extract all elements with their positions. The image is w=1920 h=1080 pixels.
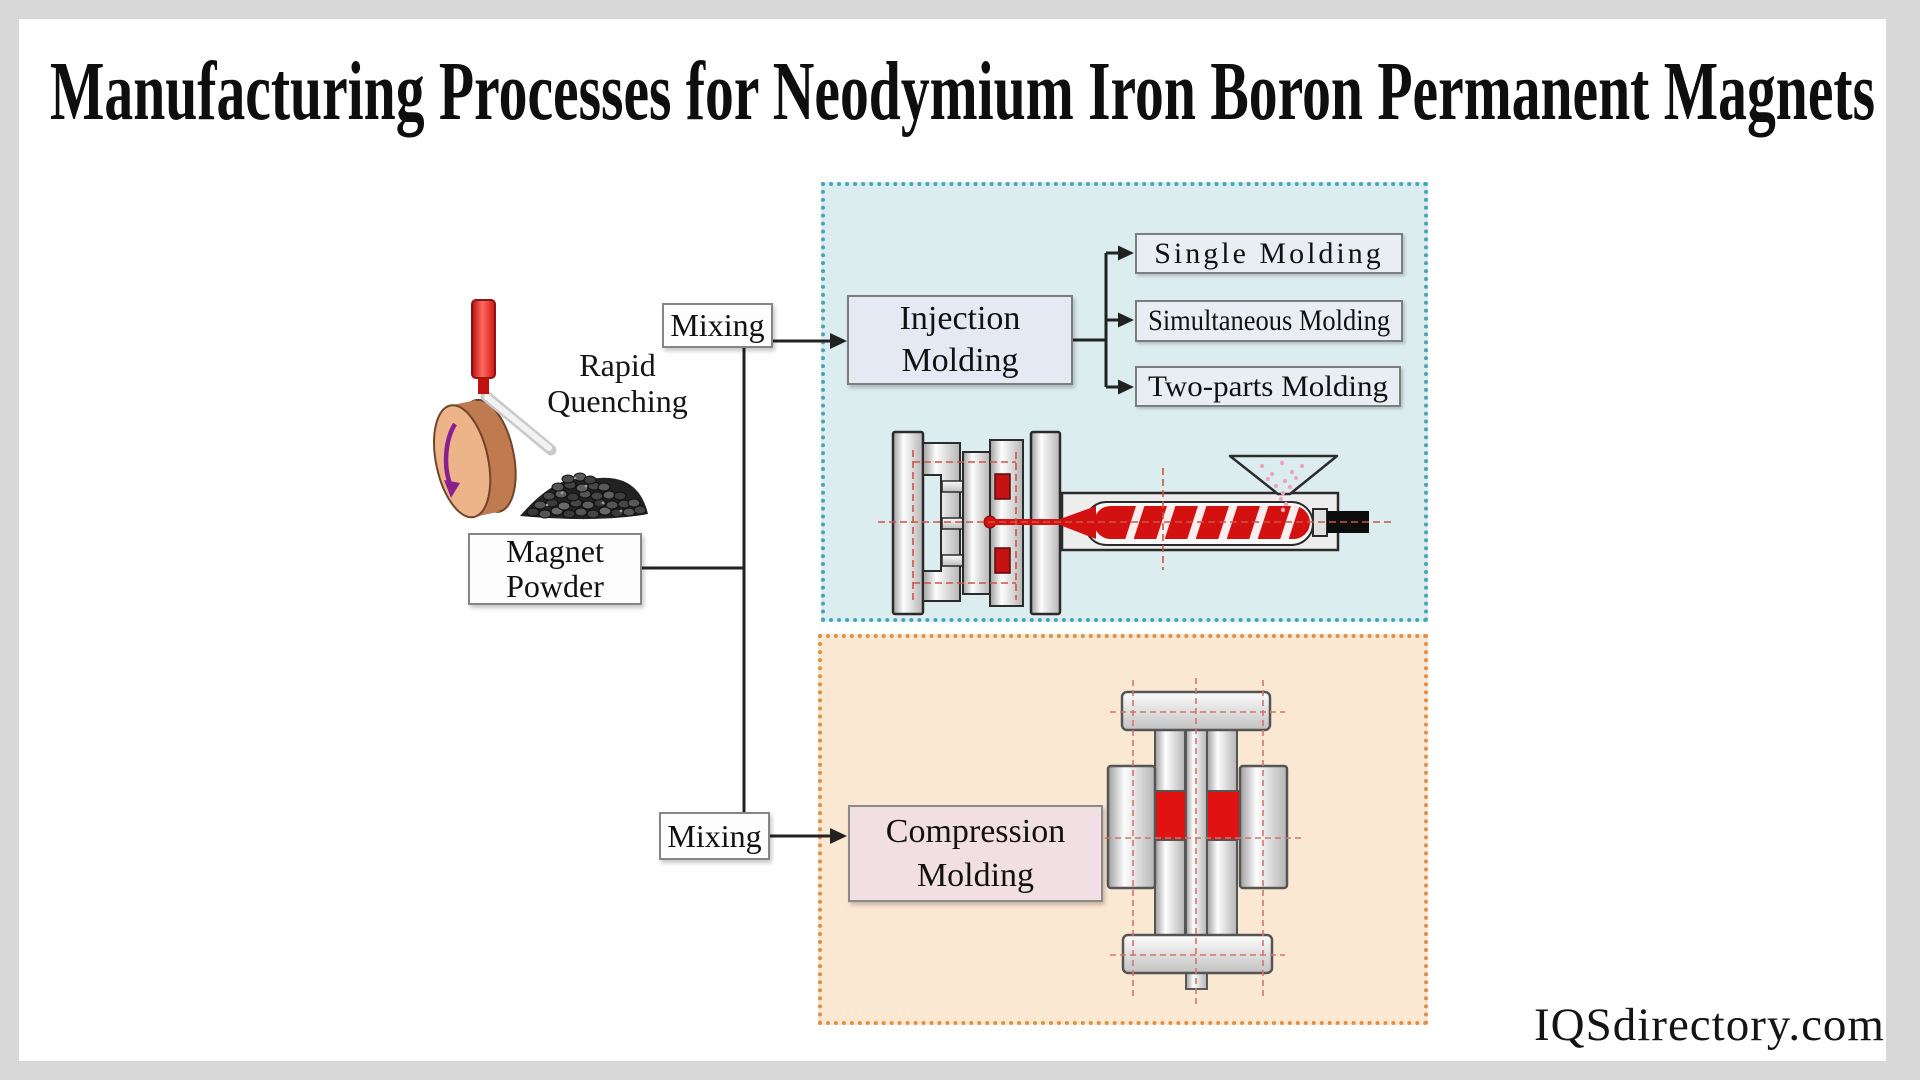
mold-cavity-upper [994, 473, 1011, 500]
injection-line2: Molding [901, 342, 1019, 379]
rapid-quenching-illustration [433, 299, 557, 519]
melt-ribbon-icon [480, 390, 557, 456]
arrow-to-injection-icon [830, 333, 847, 349]
single-molding-box: Single Molding [1135, 233, 1403, 274]
compression-line2: Molding [916, 856, 1035, 894]
rotation-arrow-icon [443, 422, 460, 498]
mixing-top-label: Mixing [670, 307, 765, 343]
press-centerlines [1095, 678, 1302, 1004]
compression-line1: Compression [885, 812, 1066, 850]
die-walls [1106, 764, 1289, 890]
mold-cavity-lower [994, 547, 1011, 574]
clamping-unit [891, 430, 1062, 616]
magnet-powder-line1: Magnet [506, 533, 604, 569]
twoparts-molding-label: Two-parts Molding [1147, 369, 1388, 403]
magnet-powder-pile-illustration [520, 472, 648, 520]
injection-molding-box: Injection Molding [847, 295, 1073, 385]
rapid-quenching-line1: Rapid [579, 347, 656, 383]
screw-drive-rod [1327, 511, 1369, 533]
watermark-text: IQSdirectory.com [1534, 999, 1885, 1051]
powder-pebbles [526, 472, 647, 519]
arrow-to-twoparts-molding-icon [1118, 379, 1134, 395]
feed-particles [1259, 460, 1305, 513]
magnet-powder-line2: Powder [506, 568, 604, 604]
magnet-powder-box: Magnet Powder [468, 533, 642, 605]
rapid-quenching-line2: Quenching [547, 383, 688, 419]
mixing-box-top: Mixing [662, 303, 773, 348]
powder-highlights [545, 476, 623, 513]
quench-wheel-icon [433, 398, 517, 519]
mixing-bottom-label: Mixing [667, 817, 762, 854]
mixing-box-bottom: Mixing [659, 812, 770, 860]
compression-molding-press-illustration [1095, 678, 1302, 1004]
rapid-quenching-label: Rapid Quenching [520, 347, 715, 419]
arrow-to-simultaneous-molding-icon [1118, 312, 1134, 328]
single-molding-label: Single Molding [1154, 236, 1384, 270]
injection-centerlines [878, 450, 1392, 600]
compression-molding-box: Compression Molding [848, 805, 1103, 902]
injection-line1: Injection [899, 300, 1021, 337]
simultaneous-molding-box: Simultaneous Molding [1135, 300, 1403, 342]
arrow-to-compression-icon [830, 828, 847, 844]
lower-punch [1121, 839, 1274, 975]
injection-molding-machine-illustration [878, 430, 1392, 616]
nozzle-icon [471, 299, 496, 394]
page-title: Manufacturing Processes for Neodymium Ir… [50, 45, 1875, 138]
simultaneous-molding-label: Simultaneous Molding [1148, 304, 1390, 337]
twoparts-molding-box: Two-parts Molding [1135, 366, 1401, 407]
arrow-to-single-molding-icon [1118, 245, 1134, 261]
hopper-icon [1228, 454, 1339, 513]
